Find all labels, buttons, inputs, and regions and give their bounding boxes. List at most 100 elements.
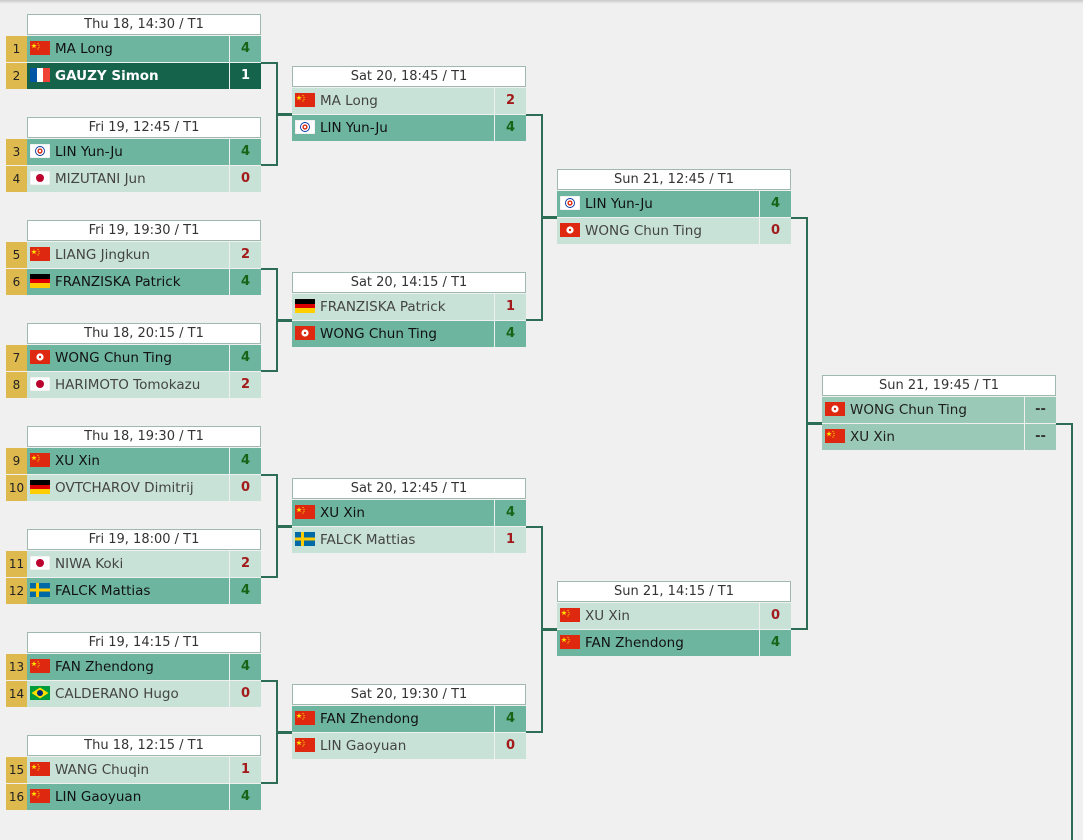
player-name[interactable]: WONG Chun Ting	[292, 321, 494, 347]
player-name-text: LIN Yun-Ju	[585, 196, 653, 212]
player-name[interactable]: LIN Yun-Ju	[557, 191, 759, 217]
player-name[interactable]: CALDERANO Hugo	[27, 681, 229, 707]
chn-flag-icon	[825, 429, 845, 443]
player-name[interactable]: FALCK Mattias	[292, 527, 494, 553]
player-name[interactable]: WONG Chun Ting	[27, 345, 229, 371]
player-name[interactable]: FRANZISKA Patrick	[292, 294, 494, 320]
player-name[interactable]: XU Xin	[822, 424, 1024, 450]
player-name[interactable]: LIN Yun-Ju	[27, 139, 229, 165]
tpe-flag-icon	[560, 196, 580, 210]
tpe-flag-icon	[30, 144, 50, 158]
player-name[interactable]: HARIMOTO Tomokazu	[27, 372, 229, 398]
player-name[interactable]: XU Xin	[27, 448, 229, 474]
player-score: 2	[230, 242, 261, 268]
player-name-text: FAN Zhendong	[55, 659, 154, 675]
player-row[interactable]: XU Xin--	[822, 424, 1056, 451]
player-name-text: XU Xin	[585, 608, 630, 624]
player-name[interactable]: FAN Zhendong	[292, 706, 494, 732]
player-name[interactable]: NIWA Koki	[27, 551, 229, 577]
player-name[interactable]: XU Xin	[292, 500, 494, 526]
connector-line	[261, 62, 292, 115]
player-name[interactable]: FAN Zhendong	[27, 654, 229, 680]
player-name[interactable]: WANG Chuqin	[27, 757, 229, 783]
connector-line	[261, 680, 292, 733]
match-time-header: Fri 19, 18:00 / T1	[27, 529, 261, 550]
hkg-flag-icon	[30, 350, 50, 364]
player-name[interactable]: MA Long	[292, 88, 494, 114]
player-name[interactable]: OVTCHAROV Dimitrij	[27, 475, 229, 501]
chn-flag-icon	[30, 659, 50, 673]
player-name-text: FRANZISKA Patrick	[55, 274, 181, 290]
player-name-text: MIZUTANI Jun	[55, 171, 146, 187]
player-name[interactable]: LIN Gaoyuan	[27, 784, 229, 810]
player-name[interactable]: FALCK Mattias	[27, 578, 229, 604]
player-name[interactable]: LIN Gaoyuan	[292, 733, 494, 759]
connector-line	[261, 114, 292, 166]
player-name[interactable]: FAN Zhendong	[557, 630, 759, 656]
player-name[interactable]: WONG Chun Ting	[557, 218, 759, 244]
player-name[interactable]: GAUZY Simon	[27, 63, 229, 89]
player-name[interactable]: MA Long	[27, 36, 229, 62]
player-score: 4	[230, 345, 261, 371]
connector-line	[526, 526, 557, 630]
connector-line	[261, 320, 292, 372]
chn-flag-icon	[295, 738, 315, 752]
tpe-flag-icon	[295, 120, 315, 134]
player-score: 1	[495, 294, 526, 320]
player-row[interactable]: WONG Chun Ting--	[822, 397, 1056, 424]
player-name[interactable]: LIN Yun-Ju	[292, 115, 494, 141]
player-name[interactable]: FRANZISKA Patrick	[27, 269, 229, 295]
player-name[interactable]: XU Xin	[557, 603, 759, 629]
player-name[interactable]: LIANG Jingkun	[27, 242, 229, 268]
player-score: 0	[760, 218, 791, 244]
player-name[interactable]: WONG Chun Ting	[822, 397, 1024, 423]
connector-line	[526, 629, 557, 733]
player-name[interactable]: MIZUTANI Jun	[27, 166, 229, 192]
match-time-header: Sun 21, 19:45 / T1	[822, 375, 1056, 396]
